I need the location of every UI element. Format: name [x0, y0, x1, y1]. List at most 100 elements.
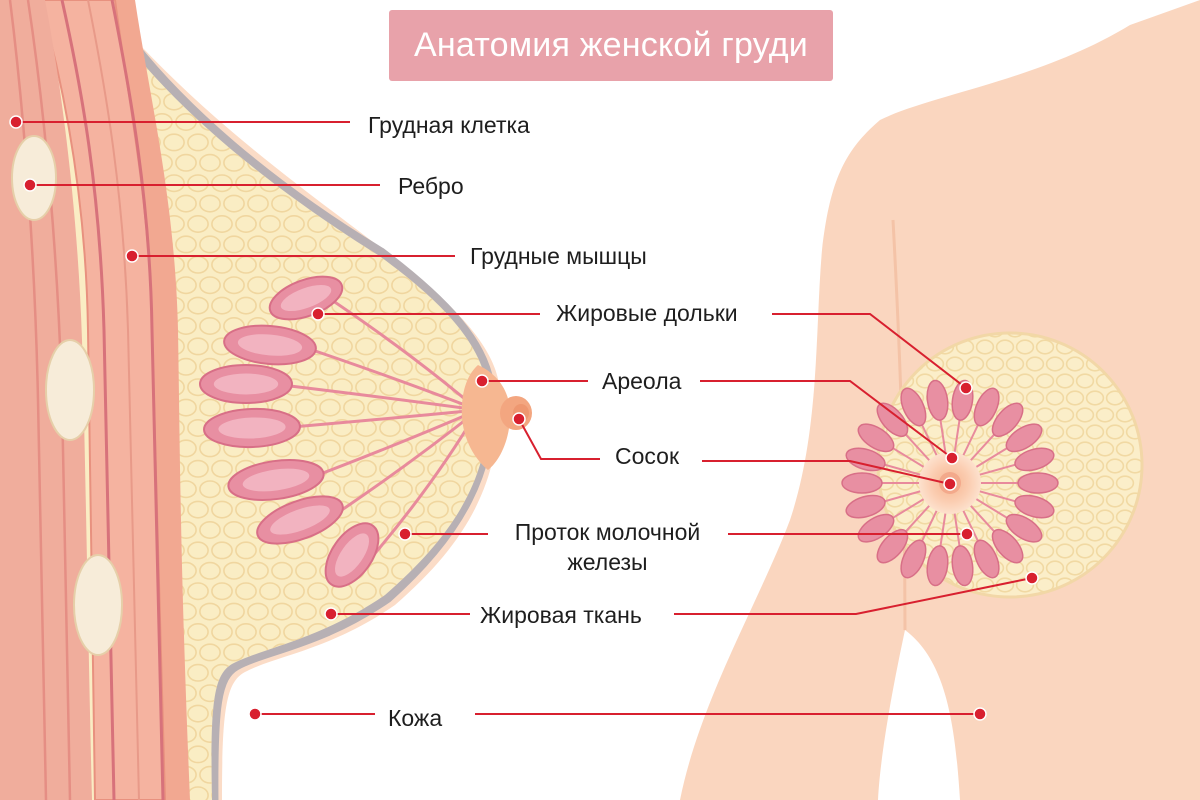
fat-cell: [355, 745, 377, 764]
fat-cell: [1075, 441, 1095, 457]
fat-cell: [1005, 333, 1025, 338]
fat-cell: [355, 92, 377, 111]
fat-cell: [1105, 492, 1125, 508]
fat-cell: [1125, 424, 1142, 440]
fat-cell: [995, 339, 1015, 355]
fat-cell: [343, 684, 365, 703]
lobule-highlight: [213, 373, 279, 395]
fat-cell: [259, 133, 281, 152]
front-lobule: [857, 513, 895, 543]
label-milk-duct: Проток молочной железы: [500, 517, 715, 577]
fat-cell: [475, 541, 489, 560]
fat-cell: [187, 704, 209, 723]
fat-cell: [439, 357, 461, 376]
fat-cell: [925, 424, 945, 440]
fat-cell: [199, 561, 221, 580]
fat-cell: [475, 92, 489, 111]
fat-cell: [975, 373, 995, 389]
fat-cell: [379, 337, 401, 356]
fat-cell: [1025, 390, 1045, 406]
fat-cell: [463, 684, 485, 703]
fat-cell: [463, 561, 485, 580]
fat-cell: [163, 133, 185, 152]
fat-cell: [223, 520, 245, 539]
fat-cell: [403, 215, 425, 234]
fat-cell: [379, 92, 401, 111]
fat-cell: [295, 72, 317, 91]
front-lobule: [845, 494, 886, 519]
fat-cell: [427, 663, 449, 682]
fat-cell: [307, 174, 329, 193]
leader-dot: [23, 178, 37, 192]
fat-cell: [367, 357, 389, 376]
fat-cell: [1085, 526, 1105, 542]
fat-cell: [283, 11, 305, 29]
fat-cell: [355, 215, 377, 234]
fat-cell: [379, 215, 401, 234]
fat-cell: [343, 765, 365, 784]
fat-cell: [427, 582, 449, 601]
fat-cell: [307, 92, 329, 111]
fat-cell: [235, 745, 257, 764]
fat-cell: [247, 72, 269, 91]
rib-bone: [73, 554, 123, 656]
fat-cell: [187, 215, 209, 234]
fat-cell: [1125, 492, 1142, 508]
fat-cell: [451, 582, 473, 601]
side-lobules: [199, 275, 380, 588]
fat-cell: [427, 622, 449, 641]
fat-cell: [451, 459, 473, 478]
fat-cell: [1045, 526, 1065, 542]
fat-cell: [1075, 475, 1095, 491]
fat-cell: [139, 11, 161, 29]
fat-cell: [367, 724, 389, 743]
label-nipple: Сосок: [615, 443, 680, 469]
fat-cell: [211, 500, 233, 519]
fat-cell: [1035, 373, 1055, 389]
fat-cell: [1045, 560, 1065, 576]
front-lobule: [1005, 513, 1043, 543]
fat-cell: [391, 480, 413, 499]
fat-cell: [475, 745, 489, 764]
fat-cell: [475, 296, 489, 315]
fat-cell: [1045, 390, 1065, 406]
leader-dot: [398, 527, 412, 541]
fat-cell: [307, 745, 329, 764]
leader-dot: [324, 607, 338, 621]
fat-cell: [319, 724, 341, 743]
fat-cell: [355, 500, 377, 519]
fat-cell: [235, 174, 257, 193]
fat-cell: [211, 51, 233, 70]
fat-cell: [187, 541, 209, 560]
fat-cell: [367, 561, 389, 580]
fat-cell: [415, 520, 437, 539]
fat-cell: [439, 684, 461, 703]
fat-cell: [1045, 356, 1065, 372]
fat-cell: [271, 724, 293, 743]
lobule-highlight: [218, 417, 286, 439]
fat-cell: [235, 11, 257, 29]
fat-cell: [1015, 339, 1035, 355]
milk-duct: [327, 296, 480, 412]
leader-dot: [973, 707, 987, 721]
fat-cell: [475, 786, 489, 800]
fat-cell: [283, 622, 305, 641]
milk-duct: [279, 408, 480, 430]
fat-cell: [955, 441, 975, 457]
fat-cell: [415, 357, 437, 376]
fat-cell: [415, 765, 437, 784]
fat-cell: [343, 398, 365, 417]
fat-cell: [187, 622, 209, 641]
fat-cell: [1055, 509, 1075, 525]
fat-cell: [1055, 407, 1075, 423]
fat-cell: [1065, 390, 1085, 406]
fat-cell: [163, 51, 185, 70]
fat-cell: [223, 765, 245, 784]
fat-cell: [331, 337, 353, 356]
fat-cell: [367, 31, 389, 50]
fat-cell: [187, 582, 209, 601]
fat-cell: [391, 439, 413, 458]
leader-dot: [1025, 571, 1039, 585]
fat-cell: [439, 480, 461, 499]
front-lobule: [857, 423, 895, 453]
